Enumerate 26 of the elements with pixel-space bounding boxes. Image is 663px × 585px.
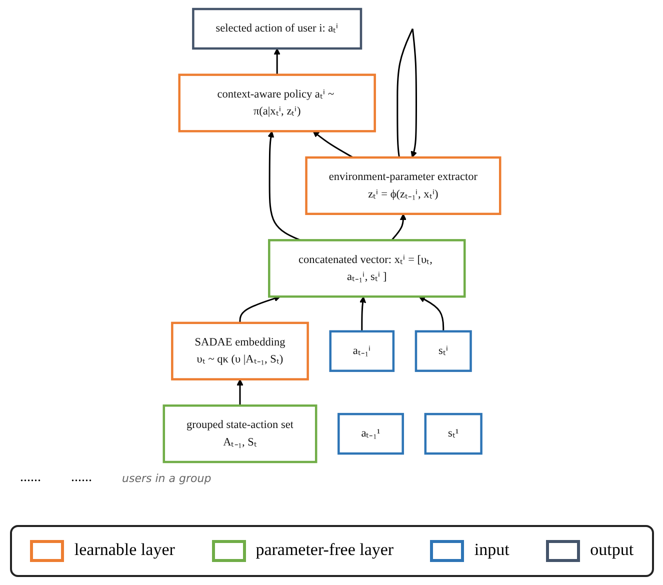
- node-box: [414, 330, 472, 372]
- node-box: [328, 330, 394, 372]
- group-note: users in a group: [122, 472, 212, 484]
- arrow: [312, 130, 353, 158]
- node-box: [162, 404, 317, 463]
- legend-text: output: [590, 540, 634, 559]
- arrow: [396, 28, 417, 158]
- ellipsis-text: ......: [71, 470, 92, 486]
- node-box: [170, 321, 308, 380]
- arrow: [418, 296, 444, 331]
- node-box: [424, 412, 482, 454]
- node-box: [337, 412, 404, 454]
- node-box: [178, 73, 376, 132]
- node-box: [304, 156, 501, 215]
- legend-text: learnable layer: [74, 540, 175, 559]
- arrow: [273, 48, 280, 74]
- node-box: [268, 238, 466, 298]
- node-box: [192, 7, 362, 50]
- arrow: [267, 130, 300, 240]
- arrow: [358, 296, 366, 331]
- legend-text: input: [474, 540, 510, 559]
- arrow: [390, 213, 406, 240]
- arrow: [236, 378, 243, 406]
- ellipsis-text: ......: [20, 470, 41, 486]
- flowchart: selected action of user i: aₜⁱ context-aware policy aₜⁱ ~ π(a|xₜⁱ, zₜⁱ) environment-parameter extractor zₜⁱ = ϕ(zₜ₋₁ⁱ, xₜⁱ) concatenated vector: xₜⁱ = [υₜ, aₜ₋₁ⁱ, sₜⁱ ] SADAE embedding υₜ ~ qκ (υ |Aₜ₋₁, Sₜ) grouped state-action set Aₜ₋₁, Sₜ aₜ₋₁ⁱ sₜⁱ aₜ₋₁¹ sₜ¹: [6, 2, 656, 468]
- legend-text: parameter-free layer: [256, 540, 394, 559]
